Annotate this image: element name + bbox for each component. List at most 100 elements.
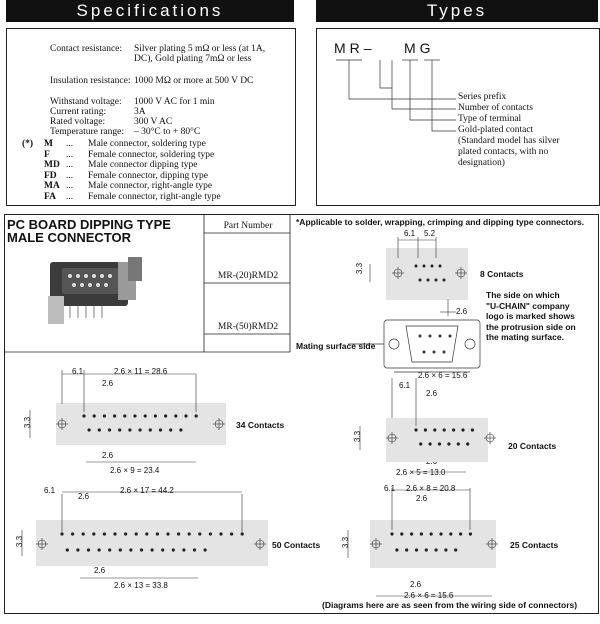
dim-50-bottom: 2.6 × 13 = 33.8 <box>114 581 168 590</box>
spec-label: Current rating: <box>50 107 107 117</box>
pin <box>429 532 433 536</box>
pin <box>461 428 465 432</box>
dim-34-top-b: 2.6 × 11 = 28.6 <box>114 367 168 376</box>
uchain-line: The side on which <box>486 290 560 300</box>
pin <box>164 414 168 418</box>
pin <box>102 414 106 418</box>
type-legend: (*) M...Male connector, soldering type F… <box>6 139 294 203</box>
spec-value: 1000 V AC for 1 min <box>134 97 215 107</box>
uchain-note: The side on which "U-CHAIN" company logo… <box>486 290 576 343</box>
pin <box>179 428 183 432</box>
dim-8-pitch: 2.6 <box>456 307 468 316</box>
legend-dots: ... <box>66 191 74 202</box>
pin <box>203 548 207 552</box>
dim-50-top-a: 6.1 <box>44 486 56 495</box>
pin <box>192 548 197 552</box>
pin <box>437 442 442 446</box>
legend-dots: ... <box>66 170 74 181</box>
pin <box>128 428 132 432</box>
dim-25-height: 3.3 <box>341 536 351 549</box>
pin <box>459 532 463 536</box>
mating-surface-drawing <box>348 319 481 373</box>
pin <box>102 532 106 536</box>
legend-code: M <box>44 139 53 149</box>
uchain-line: "U-CHAIN" company <box>486 300 570 311</box>
diagram-8-contacts <box>369 237 468 316</box>
pin <box>148 428 152 432</box>
mating-surface-label: Mating surface side <box>296 341 376 351</box>
dim-8-a: 6.1 <box>404 229 416 238</box>
pin <box>442 428 446 432</box>
pin <box>113 414 117 418</box>
pin <box>171 548 175 552</box>
pin <box>81 532 85 536</box>
legend-code: FD <box>44 170 57 181</box>
dim-50-pitch: 2.6 <box>78 492 90 501</box>
pin <box>153 414 157 418</box>
diagram-20-contacts <box>359 378 496 473</box>
pin <box>97 548 101 552</box>
pin <box>92 414 96 418</box>
pin <box>76 548 80 552</box>
pin <box>113 532 117 536</box>
dim-8-bottom: 2.6 × 6 = 15.6 <box>418 371 468 380</box>
pin <box>187 532 191 536</box>
dim-25-top-b: 2.6 × 8 = 20.8 <box>406 484 456 493</box>
pin <box>177 532 181 536</box>
uchain-line: the mating surface. <box>486 332 564 342</box>
pin <box>410 532 414 536</box>
pin <box>124 532 128 536</box>
applicable-note: *Applicable to solder, wrapping, crimpin… <box>296 217 585 227</box>
pin <box>428 442 432 446</box>
legend-code: F <box>44 149 50 160</box>
pin <box>452 428 456 432</box>
pin <box>395 548 399 552</box>
types-line: (Standard model has silver <box>458 136 560 146</box>
pin <box>123 414 127 418</box>
dim-34-height: 3.3 <box>23 416 33 429</box>
contacts-20-label: 20 Contacts <box>508 441 557 451</box>
types-header: Types <box>316 0 598 22</box>
uchain-line: the protrusion side on <box>486 321 576 332</box>
diagram-25-contacts <box>347 488 498 597</box>
pin <box>208 532 212 536</box>
legend-text: Female connector, soldering type <box>88 149 215 160</box>
spec-value: 300 V AC <box>134 117 173 127</box>
board-title-line: MALE CONNECTOR <box>7 230 131 245</box>
pin <box>424 548 428 552</box>
pin <box>439 532 443 536</box>
types-line: plated contacts, with no <box>458 147 549 157</box>
spec-value: – 30°C to + 80°C <box>134 127 201 137</box>
pin <box>433 428 437 432</box>
dim-50-top-b: 2.6 × 17 = 44.2 <box>120 486 174 495</box>
pin <box>434 548 438 552</box>
types-line: Series prefix <box>458 92 507 102</box>
dim-25-bot-pitch: 2.6 <box>410 580 422 589</box>
pin <box>129 548 133 552</box>
legend-text: Male connector, soldering type <box>88 139 206 149</box>
pin <box>86 548 91 552</box>
footnote: (Diagrams here are as seen from the wiri… <box>322 600 578 610</box>
pin <box>97 428 101 432</box>
dim-50-height: 3.3 <box>15 535 25 548</box>
board-section-frame <box>4 214 599 614</box>
pin <box>139 548 144 552</box>
pin <box>449 532 453 536</box>
dim-20-bottom: 2.6 × 5 = 13.0 <box>396 468 446 477</box>
legend-text: Female connector, dipping type <box>88 170 208 181</box>
dim-25-pitch: 2.6 <box>416 494 428 503</box>
diagram-50-contacts <box>21 491 268 579</box>
pin <box>454 548 458 552</box>
legend-dots: ... <box>66 181 74 191</box>
pin <box>400 532 404 536</box>
pin <box>423 428 427 432</box>
spec-row: Contact resistance: Silver plating 5 mΩ … <box>6 44 294 74</box>
spec-label: Temperature range: <box>50 127 124 137</box>
pin <box>419 442 423 446</box>
legend-text: Male connector, right-angle type <box>88 181 213 191</box>
spec-value: 3A <box>134 107 146 117</box>
specifications-header: Specifications <box>6 0 294 22</box>
dim-34-pitch: 2.6 <box>102 379 114 388</box>
types-line: Number of contacts <box>458 103 533 113</box>
part-number: MR-(50)RMD2 <box>217 322 279 332</box>
